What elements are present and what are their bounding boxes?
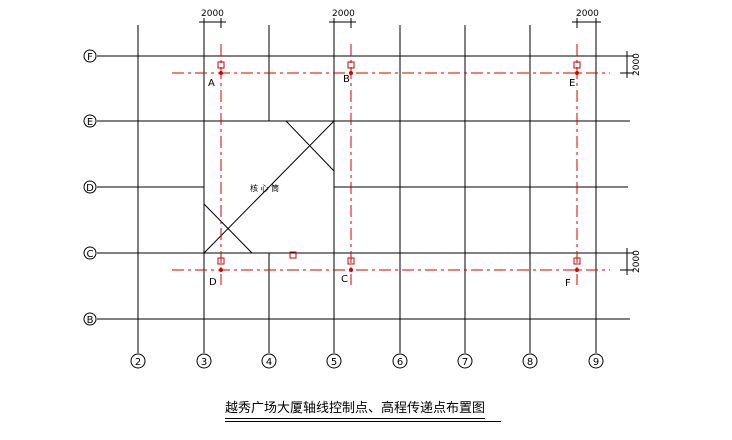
control-point-labels: A B E D C F [208, 74, 575, 289]
control-label-a: A [208, 78, 215, 89]
control-dot-a [219, 71, 223, 75]
control-square-e [573, 61, 581, 69]
col-label-7: 7 [462, 357, 468, 368]
col-axis-labels: 2 3 4 5 6 7 8 9 [135, 357, 599, 368]
title-double-underline [225, 421, 501, 422]
control-label-b: B [343, 74, 350, 85]
core-diagonal-upper-2 [203, 120, 335, 254]
control-square-b [347, 61, 355, 69]
col-label-5: 5 [331, 357, 337, 368]
control-dot-f [575, 268, 579, 272]
col-bubble-9 [588, 353, 604, 369]
drawing-title: 越秀广场大厦轴线控制点、高程传递点布置图 [225, 397, 486, 419]
col-label-4: 4 [266, 357, 272, 368]
right-dimensions [620, 51, 634, 275]
control-label-e: E [569, 78, 575, 89]
control-point-markers [217, 61, 581, 272]
col-bubble-8 [522, 353, 538, 369]
col-label-3: 3 [201, 357, 207, 368]
row-grid-lines [97, 55, 630, 320]
core-tube-diagonals [203, 120, 335, 254]
row-label-c: C [87, 249, 94, 260]
col-bubble-5 [326, 353, 342, 369]
row-label-f: F [87, 52, 93, 63]
col-label-9: 9 [593, 357, 599, 368]
row-axis-bubbles [83, 49, 97, 326]
control-label-f: F [565, 278, 571, 289]
row-bubble-d [83, 180, 97, 194]
row-axis-labels: F E D C B [86, 52, 94, 326]
row-bubble-e [83, 114, 97, 128]
col-bubble-7 [457, 353, 473, 369]
row-bubble-f [83, 49, 97, 63]
control-square-a [217, 61, 225, 69]
control-dot-c [349, 268, 353, 272]
dim-label-top-3: 2000 [576, 9, 599, 19]
dim-label-top-2: 2000 [332, 9, 355, 19]
control-square-c [347, 257, 355, 265]
dim-label-right-2: 2000 [632, 250, 642, 273]
col-bubble-2 [130, 353, 146, 369]
row-label-e: E [87, 117, 93, 128]
control-dot-e [575, 71, 579, 75]
row-bubble-b [83, 312, 97, 326]
control-dash-lines [172, 44, 610, 285]
col-label-8: 8 [527, 357, 533, 368]
row-label-b: B [87, 315, 94, 326]
col-axis-bubbles [130, 353, 604, 369]
control-square-d [217, 257, 225, 265]
control-label-c: C [341, 274, 348, 285]
top-dimensions [199, 18, 601, 28]
row-bubble-c [83, 246, 97, 260]
col-bubble-3 [196, 353, 212, 369]
control-square-f [573, 257, 581, 265]
col-label-6: 6 [397, 357, 403, 368]
dim-label-top-1: 2000 [201, 9, 224, 19]
core-diagonal-lower [203, 203, 253, 254]
row-label-d: D [86, 183, 94, 194]
control-label-d: D [209, 277, 217, 288]
col-bubble-4 [261, 353, 277, 369]
core-tube-label: 核 心 筒 [250, 183, 279, 193]
col-bubble-6 [392, 353, 408, 369]
col-grid-lines [137, 25, 597, 353]
elevation-transfer-square [289, 251, 297, 259]
col-label-2: 2 [135, 357, 141, 368]
control-dot-d [219, 268, 223, 272]
control-dot-b [349, 71, 353, 75]
dim-label-right-1: 2000 [632, 53, 642, 76]
